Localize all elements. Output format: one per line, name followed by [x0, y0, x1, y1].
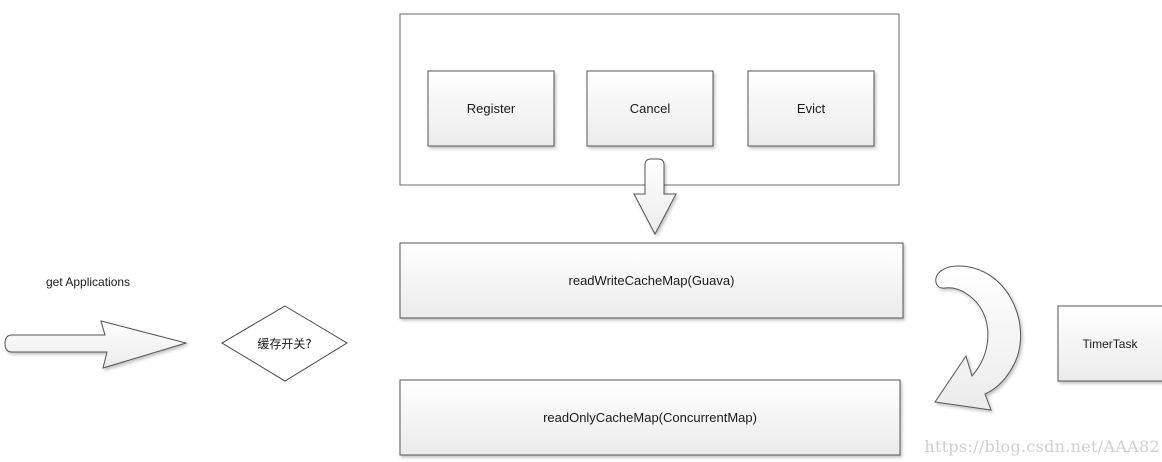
read-only-cache-box — [399, 379, 901, 456]
decision-label: 缓存开关? — [257, 336, 312, 351]
watermark: https://blog.csdn.net/AAA82 — [924, 437, 1160, 456]
cache-switch-diamond — [221, 305, 348, 382]
read-write-cache-box — [399, 242, 904, 319]
timer-task-label: TimerTask — [1082, 336, 1138, 351]
down-arrow-icon — [633, 158, 677, 236]
read-only-cache-label: readOnlyCacheMap(ConcurrentMap) — [543, 410, 757, 425]
evict-label: Evict — [796, 101, 826, 116]
request-label: get Applications — [46, 275, 131, 289]
timer-task-box — [1057, 305, 1162, 382]
register-box — [427, 70, 555, 147]
register-label: Register — [466, 101, 516, 116]
curved-sync-arrow-icon — [934, 265, 1022, 411]
request-arrow-icon — [4, 320, 188, 369]
evict-box — [747, 70, 875, 147]
read-write-cache-label: readWriteCacheMap(Guava) — [568, 273, 735, 288]
cancel-label: Cancel — [629, 101, 671, 116]
cancel-box — [586, 70, 714, 147]
